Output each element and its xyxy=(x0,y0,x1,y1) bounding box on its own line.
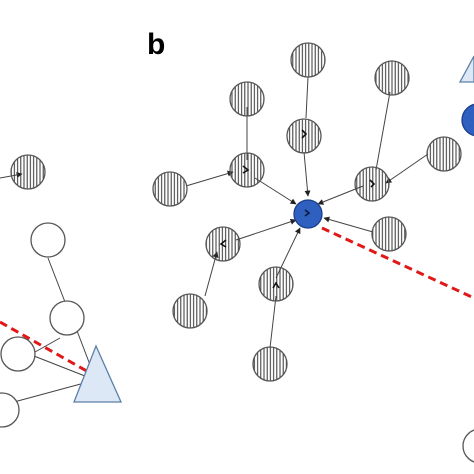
link-b-7 xyxy=(385,153,429,184)
link-b-2 xyxy=(303,151,311,197)
panel-c xyxy=(458,55,474,463)
sensor-node-b-13 xyxy=(252,346,288,382)
relay-mark-3 xyxy=(369,179,376,188)
link-b-9 xyxy=(323,216,374,233)
sensor-node-b-7 xyxy=(426,136,462,172)
link-b-5 xyxy=(185,170,234,187)
link-b-13 xyxy=(269,295,277,349)
link-b-1 xyxy=(305,76,309,119)
relay-mark-5 xyxy=(272,281,280,289)
panel-label-b: b xyxy=(147,28,166,61)
link-a-2 xyxy=(47,257,66,303)
link-b-6 xyxy=(375,91,391,171)
link-b-10 xyxy=(235,218,297,241)
sensor-node-c-1 xyxy=(462,429,474,463)
sensor-node-b-3 xyxy=(374,60,410,96)
sensor-node-b-2 xyxy=(229,81,265,117)
sensor-node-b-6 xyxy=(354,166,390,202)
sensor-node-a-5 xyxy=(0,392,20,428)
link-a-5 xyxy=(13,381,89,403)
sensor-node-b-9 xyxy=(371,216,407,252)
sensor-node-a-3 xyxy=(49,300,85,336)
relay-mark-4 xyxy=(219,239,227,248)
sensor-node-b-8 xyxy=(152,171,188,207)
dashed-link-b xyxy=(321,226,474,300)
cluster-head-node-c xyxy=(461,103,474,137)
sensor-node-a-2 xyxy=(30,222,66,258)
link-b-4 xyxy=(254,177,297,205)
sensor-node-a-4 xyxy=(0,336,36,372)
cluster-head-mark xyxy=(304,209,311,217)
panel-b xyxy=(152,42,474,382)
relay-mark-1 xyxy=(301,129,308,139)
base-station-c xyxy=(458,55,474,83)
link-a-4 xyxy=(33,355,91,379)
sensor-node-b-1 xyxy=(290,42,326,78)
relay-mark-2 xyxy=(242,165,250,174)
sensor-node-b-10 xyxy=(205,226,241,262)
sensor-node-b-12 xyxy=(172,293,208,329)
dashed-link-a xyxy=(0,320,93,376)
panel-a xyxy=(0,154,123,428)
base-station-a xyxy=(73,344,123,403)
sensor-node-a-1 xyxy=(10,154,46,190)
link-a-3 xyxy=(34,337,61,353)
